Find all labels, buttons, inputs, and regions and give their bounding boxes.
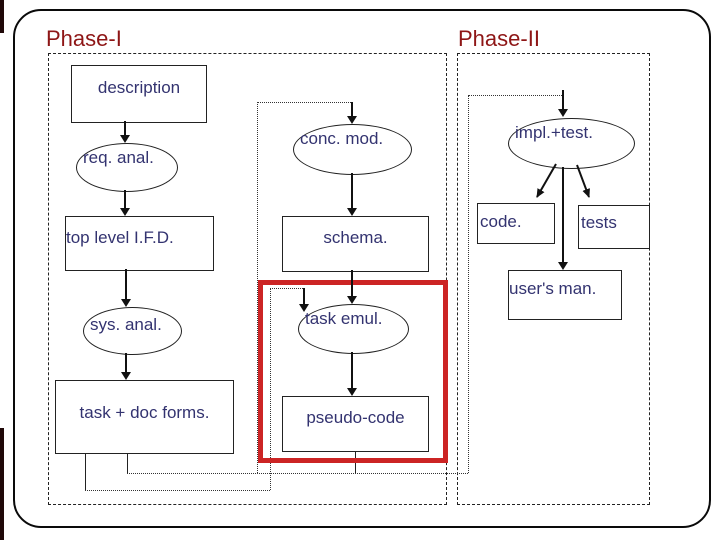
- feedback-line-top-middle: [257, 102, 353, 103]
- feedback-line-top-redbox: [270, 288, 305, 289]
- node-tests: tests: [578, 205, 650, 249]
- highlight-red-box: [258, 280, 448, 463]
- arrow-feedback-to-task-emul: [299, 288, 309, 312]
- node-description-label: description: [97, 78, 181, 97]
- node-users-man: user's man.: [508, 270, 622, 320]
- feedback-line-left-middle: [257, 102, 258, 473]
- node-code: code.: [477, 203, 555, 244]
- phase2-dashed-box: [457, 53, 650, 505]
- node-pseudo-code-label: pseudo-code: [306, 408, 405, 427]
- arrow-req-anal-to-top-level-ifd: [120, 190, 130, 216]
- feedback-bus-bottom: [85, 490, 270, 491]
- node-code-label: code.: [480, 211, 522, 231]
- node-users-man-label: user's man.: [509, 279, 597, 298]
- arrow-top-level-ifd-to-sys-anal: [121, 269, 131, 307]
- stub-taskdoc-left: [85, 452, 86, 490]
- feedback-bus-lower: [127, 473, 468, 474]
- node-impl-test-label: impl.+test.: [515, 123, 593, 142]
- stub-taskdoc-right: [127, 452, 128, 473]
- node-task-doc-forms: task + doc forms.: [55, 380, 234, 454]
- arrow-feedback-to-conc-mod: [347, 102, 357, 124]
- left-edge-sliver-bottom: [0, 428, 4, 540]
- node-sys-anal: sys. anal.: [83, 307, 182, 355]
- node-conc-mod-label: conc. mod.: [300, 129, 384, 148]
- left-edge-sliver-top: [0, 0, 4, 33]
- node-pseudo-code: pseudo-code: [282, 396, 429, 452]
- arrow-feedback-to-impl-test: [558, 90, 568, 117]
- feedback-line-top-phase2: [468, 95, 564, 96]
- node-task-doc-forms-label: task + doc forms.: [79, 403, 210, 422]
- node-task-emul: task emul.: [298, 304, 409, 354]
- node-schema: schema.: [282, 216, 429, 272]
- node-sys-anal-label: sys. anal.: [90, 315, 162, 334]
- arrow-description-to-req-anal: [120, 121, 130, 143]
- node-conc-mod: conc. mod.: [293, 124, 412, 175]
- node-tests-label: tests: [581, 213, 617, 232]
- node-top-level-ifd: top level I.F.D.: [65, 216, 214, 271]
- phase2-title: Phase-II: [458, 26, 540, 51]
- feedback-line-into-redbox: [270, 288, 271, 490]
- feedback-line-left-phase2: [468, 95, 469, 473]
- phase1-dashed-box: [48, 53, 447, 505]
- node-top-level-ifd-label: top level I.F.D.: [66, 227, 174, 247]
- arrow-conc-mod-to-schema: [347, 173, 357, 216]
- node-schema-label: schema.: [323, 228, 388, 247]
- node-req-anal: req. anal.: [76, 143, 178, 192]
- arrow-task-emul-to-pseudo-code: [347, 352, 357, 396]
- node-description: description: [71, 65, 207, 123]
- arrow-impl-test-to-users-man: [558, 167, 568, 270]
- node-req-anal-label: req. anal.: [83, 148, 154, 167]
- node-task-emul-label: task emul.: [305, 309, 383, 328]
- node-impl-test: impl.+test.: [508, 118, 635, 169]
- arrow-sys-anal-to-task-doc-forms: [121, 353, 131, 380]
- phase1-title: Phase-I: [46, 26, 122, 51]
- arrow-schema-to-task-emul: [347, 270, 357, 304]
